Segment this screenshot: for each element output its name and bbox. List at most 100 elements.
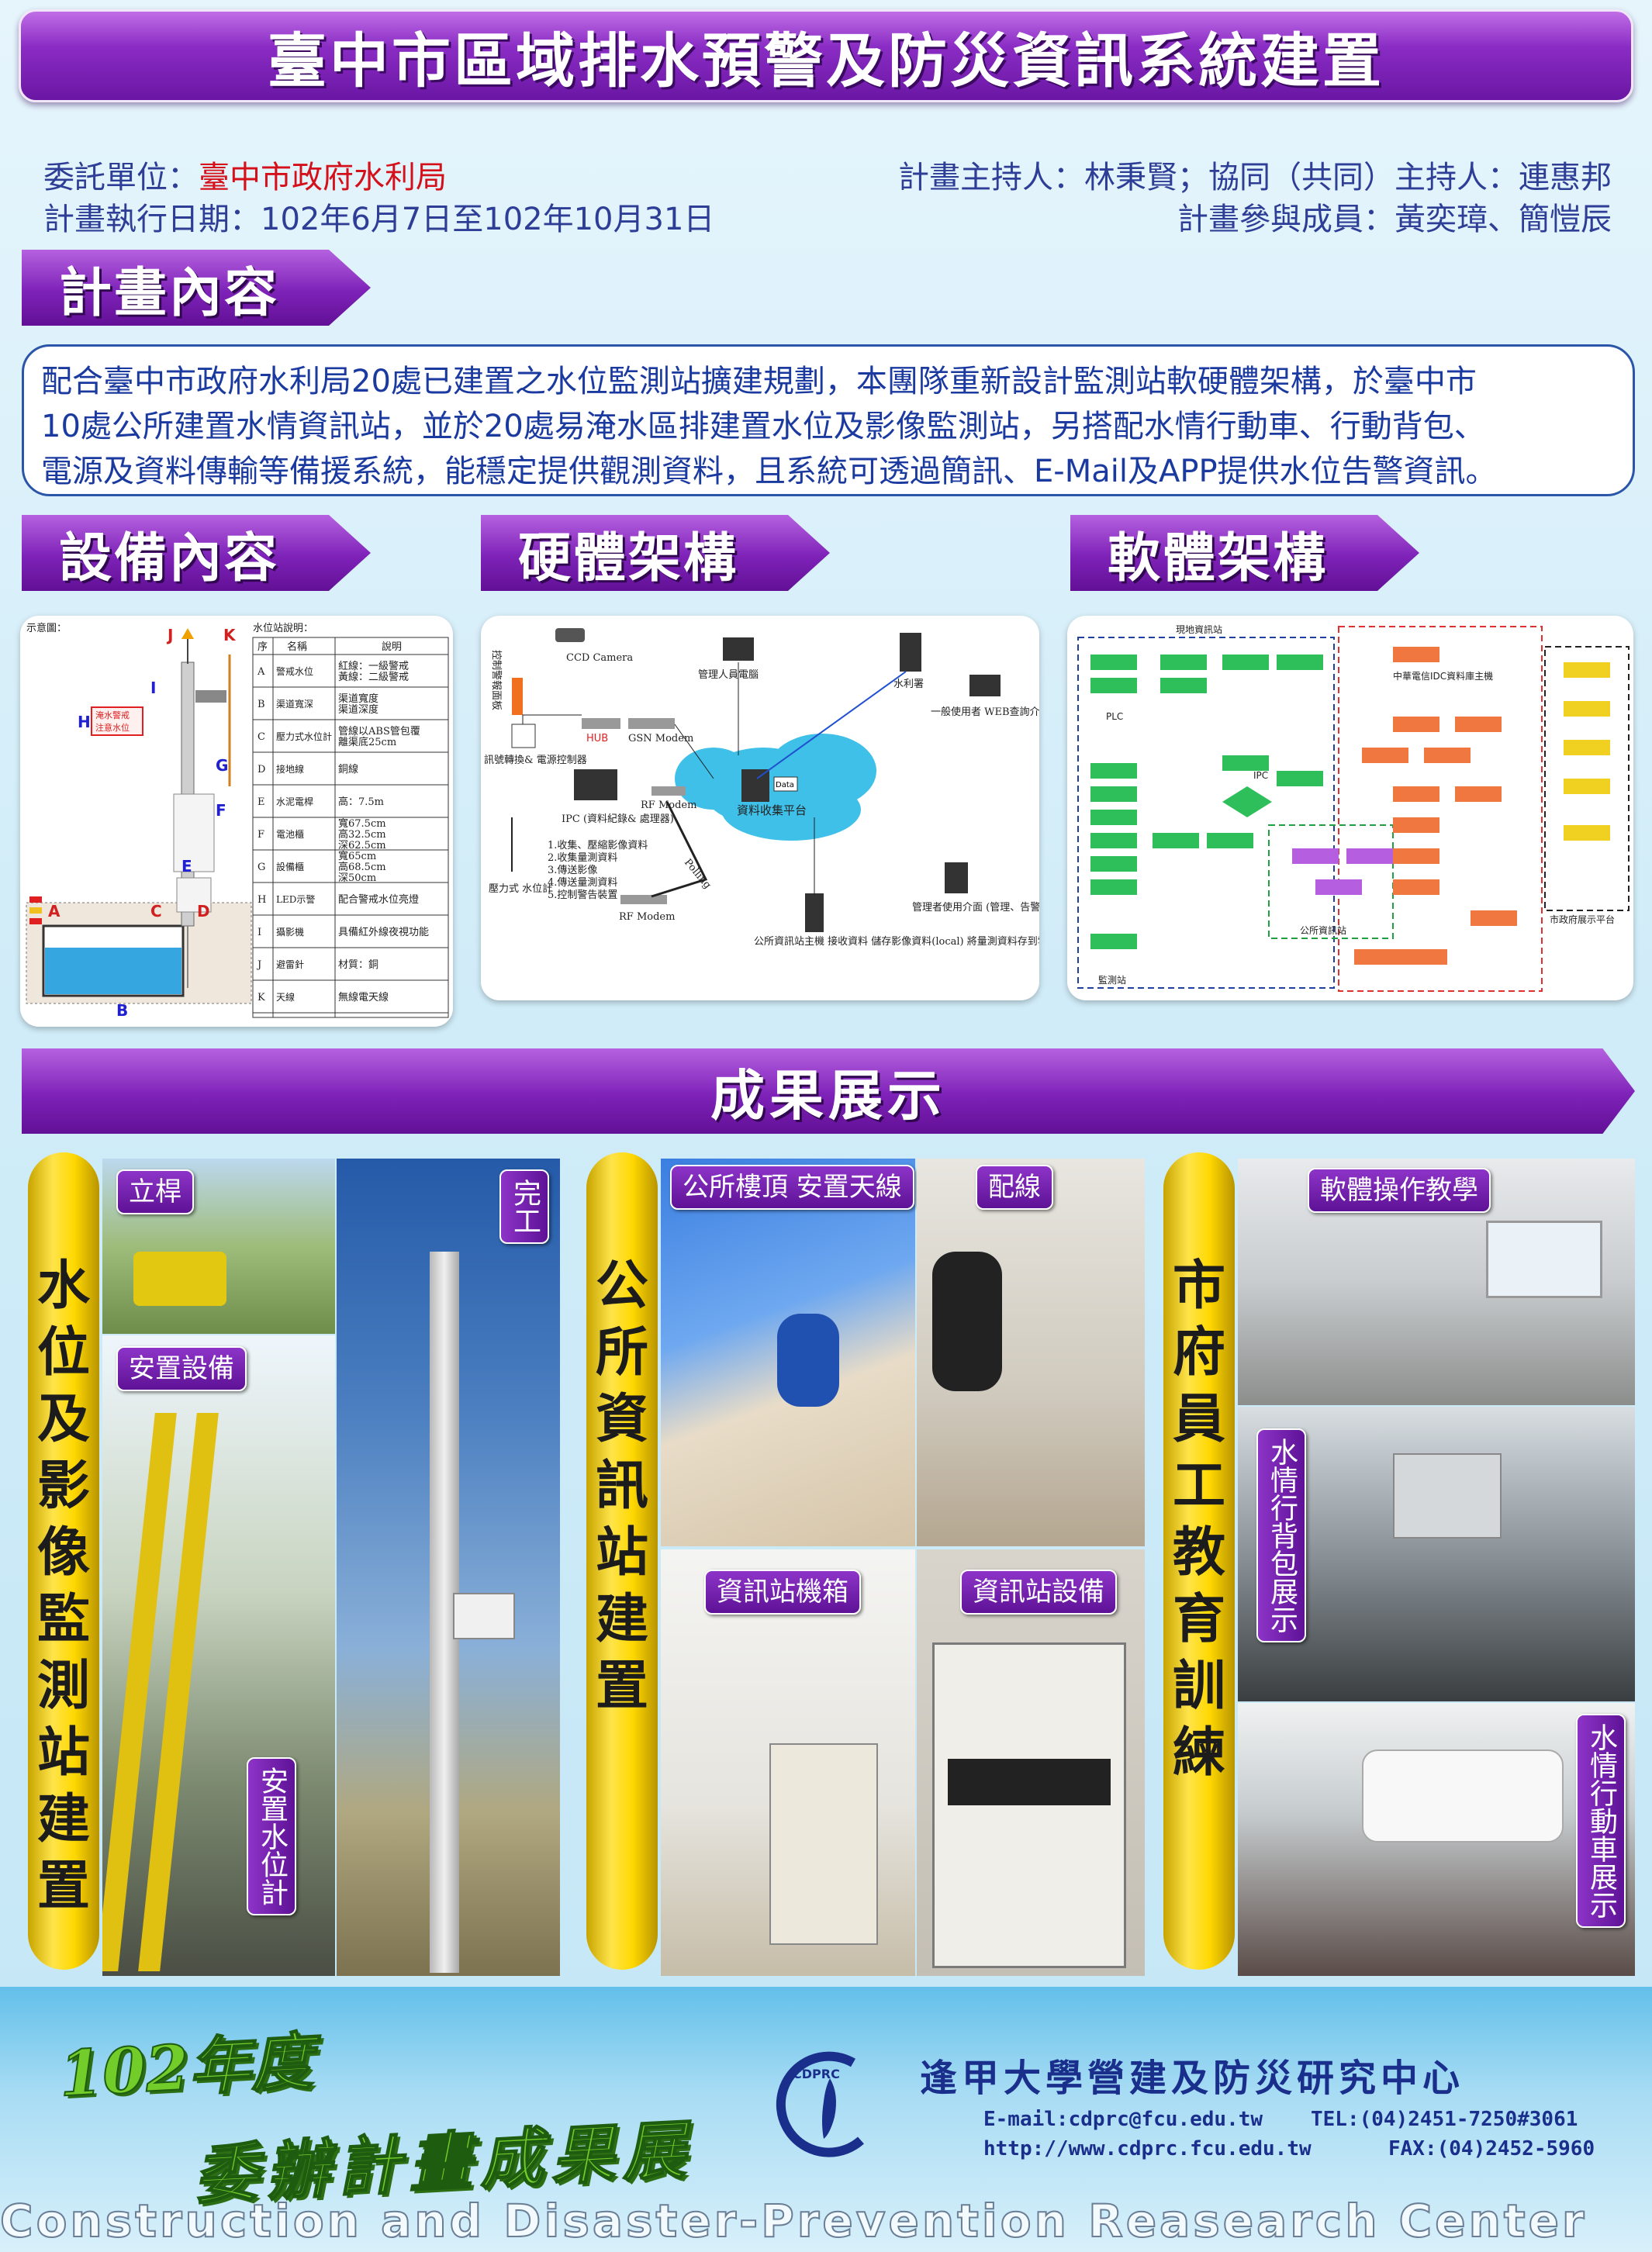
- pillar-char: 所: [595, 1322, 648, 1383]
- table-cell-no: A: [257, 666, 265, 678]
- table-cell-name: 警戒水位: [276, 665, 313, 677]
- label-i: I: [150, 679, 156, 697]
- warning-red-line: [29, 896, 42, 903]
- flow-box: [1401, 949, 1447, 965]
- excavator-shape: [133, 1252, 226, 1306]
- pillar-char: 府: [1172, 1322, 1225, 1383]
- flow-box: [1346, 848, 1393, 864]
- pillar-char: 建: [36, 1789, 90, 1850]
- table-cell-desc: 具備紅外線夜視功能: [338, 926, 429, 938]
- equipment-diagram: 示意圖： 淹水警戒 注意水位 J K I H G F E A C D B: [26, 622, 449, 1020]
- table-cell-desc: 紅線：一級警戒黃線：二級警戒: [338, 660, 409, 683]
- flow-box: [1393, 817, 1439, 833]
- ccd-camera-icon: [555, 628, 585, 642]
- section-title-equipment: 設備內容: [59, 527, 280, 589]
- flow-box: [1393, 786, 1439, 802]
- rack-shape: [932, 1642, 1126, 1968]
- label-e: E: [181, 857, 192, 876]
- flow-box: [1090, 763, 1137, 779]
- table-cell-name: 水泥電桿: [276, 796, 313, 807]
- warning-yellow-line: [29, 907, 42, 914]
- ipc-label-sw: IPC: [1253, 770, 1268, 781]
- flow-box: [1277, 655, 1323, 670]
- table-header-no: 序: [257, 641, 268, 653]
- channel-water: [45, 948, 181, 994]
- rack-panel-shape: [948, 1759, 1111, 1805]
- table-cell-no: I: [257, 927, 261, 938]
- ipc-function-item: 2.收集量測資料: [548, 851, 617, 864]
- flow-box: [1362, 748, 1408, 763]
- flow-box: [1090, 934, 1137, 949]
- pillar-char: 教: [1172, 1522, 1225, 1584]
- battery-cabinet: [176, 877, 212, 913]
- monitor-label: 監測站: [1098, 974, 1126, 986]
- ipc-function-item: 3.傳送影像: [548, 865, 597, 876]
- cabinet-box-shape: [769, 1743, 878, 1945]
- flow-box: [1090, 879, 1137, 895]
- hub-label: HUB: [586, 733, 608, 744]
- flow-box: [1354, 949, 1401, 965]
- data-label: Data: [776, 781, 794, 789]
- photo-station-cabinet: [661, 1549, 915, 1976]
- flow-box: [1090, 833, 1137, 848]
- tag-roof: 公所樓頂 安置天線: [670, 1165, 914, 1210]
- rf-modem-2-label: RF Modem: [619, 911, 675, 923]
- table-cell-no: E: [257, 796, 265, 808]
- center-name: 逢甲大學營建及防災研究中心: [920, 2057, 1465, 2100]
- section-header-software: 軟體架構: [1070, 515, 1419, 591]
- flow-box: [1160, 678, 1207, 693]
- gsn-label: GSN Modem: [628, 733, 693, 744]
- label-a: A: [48, 902, 60, 920]
- section-header-content: 計畫內容: [22, 250, 371, 326]
- camera-label: CCD Camera: [566, 652, 633, 664]
- pillar-char: 工: [1172, 1456, 1225, 1517]
- flow-box: [1564, 779, 1610, 794]
- client-line: 委託單位：臺中市政府水利局: [43, 152, 447, 197]
- pillar-char: 員: [1172, 1389, 1225, 1450]
- client-value: 臺中市政府水利局: [199, 160, 447, 195]
- connector-2: [674, 724, 714, 779]
- tag-teach: 軟體操作教學: [1308, 1168, 1491, 1213]
- pillar-char: 測: [36, 1656, 90, 1717]
- tag-device: 資訊站設備: [960, 1570, 1117, 1615]
- label-k: K: [223, 626, 237, 644]
- pillar-training-text: 市府員工教育訓練: [1173, 1253, 1225, 1787]
- period-line: 計畫執行日期：102年6月7日至102年10月31日: [43, 202, 715, 237]
- photo-station-device: [917, 1549, 1145, 1976]
- table-row: A 警戒水位 紅線：一級警戒黃線：二級警戒: [253, 660, 448, 688]
- flow-box: [1393, 879, 1439, 895]
- pillar-char: 訊: [595, 1456, 648, 1517]
- host-line: 計畫主持人：林秉賢；協同（共同）主持人：連惠邦: [898, 160, 1612, 195]
- flow-box: [1564, 701, 1610, 717]
- cloud-label: 資料收集平台: [737, 803, 807, 817]
- hardware-diagram: Data 資料收集平台 CCD Camera 控制警報面板 訊號轉換& 電源控制…: [484, 628, 1039, 948]
- center-frame: [1338, 626, 1543, 992]
- table-cell-name: 電池櫃: [276, 829, 304, 840]
- tag-pole: 立桿: [116, 1169, 194, 1214]
- pillar-char: 訓: [1172, 1656, 1225, 1717]
- tag-wiring: 配線: [976, 1165, 1053, 1210]
- label-j: J: [166, 626, 173, 644]
- flow-box: [1564, 825, 1610, 841]
- platform-label: 市政府展示平台: [1550, 914, 1615, 925]
- page-title: 臺中市區域排水預警及防災資訊系統建置: [268, 26, 1384, 95]
- table-cell-name: 攝影機: [276, 926, 304, 938]
- flow-box: [1090, 810, 1137, 825]
- ground-outline: [26, 902, 252, 1004]
- table-cell-name: 壓力式水位計: [276, 731, 332, 742]
- flow-box: [1090, 655, 1137, 670]
- lightning-spark-icon: [181, 628, 194, 639]
- tag-cabinet: 資訊站機箱: [704, 1570, 861, 1615]
- polling-bolt: [651, 801, 708, 898]
- pillar-monitoring: 水位及影像監測站建置: [28, 1152, 99, 1970]
- hardware-panel: Data 資料收集平台 CCD Camera 控制警報面板 訊號轉換& 電源控制…: [481, 616, 1039, 1000]
- pillar-char: 水: [36, 1256, 90, 1317]
- equipment-cabinet: [173, 793, 215, 872]
- pillar-char: 市: [1172, 1256, 1225, 1317]
- projection-screen-shape: [1486, 1221, 1602, 1298]
- led-sign-line-2: 注意水位: [95, 722, 130, 733]
